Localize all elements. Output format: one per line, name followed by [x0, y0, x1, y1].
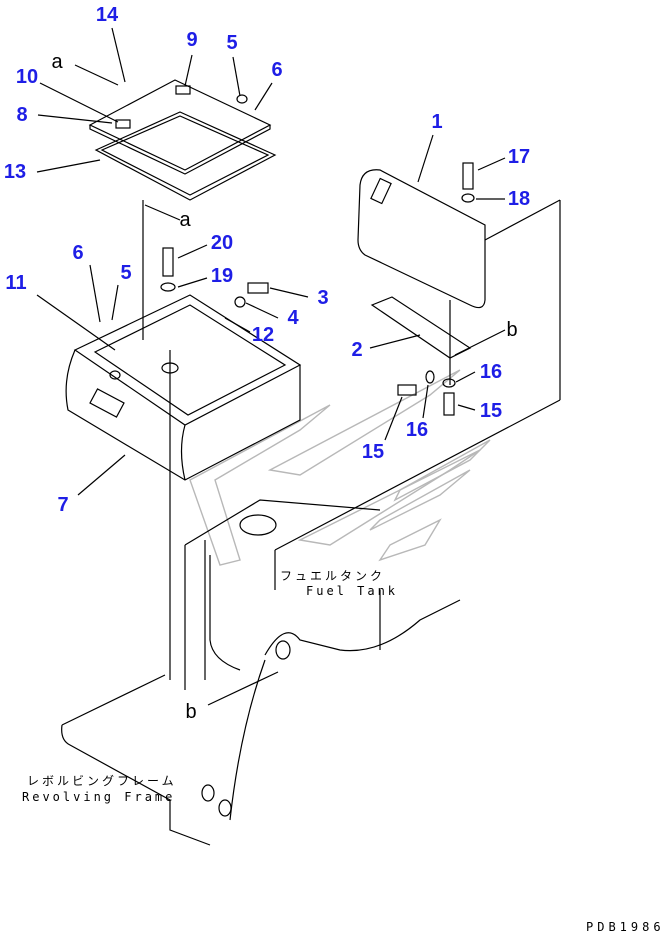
callout-number: 13: [3, 161, 27, 183]
callout-number: 15: [479, 400, 503, 422]
callout-number: 19: [210, 265, 234, 287]
callout-number: 7: [57, 494, 69, 516]
callout-number: 2: [351, 339, 363, 361]
frame-label-en: Revolving Frame: [22, 790, 176, 804]
callout-number: 8: [16, 104, 28, 126]
reference-letter: a: [51, 51, 63, 73]
callout-number: 1: [431, 111, 443, 133]
watermark-logo: [189, 369, 491, 566]
side-panel: [357, 169, 486, 359]
gasket: [94, 111, 277, 201]
callout-number: 4: [287, 307, 299, 329]
reference-letter: a: [179, 209, 191, 231]
revolving-frame: [61, 499, 461, 846]
callout-number: 16: [405, 419, 429, 441]
callout-number: 6: [271, 59, 283, 81]
callout-number: 12: [251, 324, 275, 346]
tool-box: [65, 294, 302, 481]
fuel-tank-label-jp: フュエルタンク: [280, 569, 386, 583]
callout-number: 20: [210, 232, 234, 254]
callout-number: 3: [317, 287, 329, 309]
reference-letter: b: [185, 701, 197, 723]
callout-number: 15: [361, 441, 385, 463]
callout-number: 5: [226, 32, 238, 54]
callout-number: 9: [186, 29, 198, 51]
leader-lines: [36, 27, 561, 706]
callout-number: 18: [507, 188, 531, 210]
callout-number: 10: [15, 66, 39, 88]
callout-number: 14: [95, 4, 119, 26]
callout-number: 5: [120, 262, 132, 284]
callout-number: 11: [5, 272, 27, 294]
callout-number: 6: [72, 242, 84, 264]
fuel-tank-label-en: Fuel Tank: [306, 584, 399, 598]
reference-letter: b: [506, 319, 518, 341]
cover-plate: [88, 79, 272, 175]
frame-label-jp: レボルビングフレーム: [27, 774, 177, 788]
bolts: [160, 162, 475, 416]
callout-number: 17: [507, 146, 531, 168]
callout-number: 16: [479, 361, 503, 383]
drawing-code: PDB1986: [586, 920, 660, 934]
